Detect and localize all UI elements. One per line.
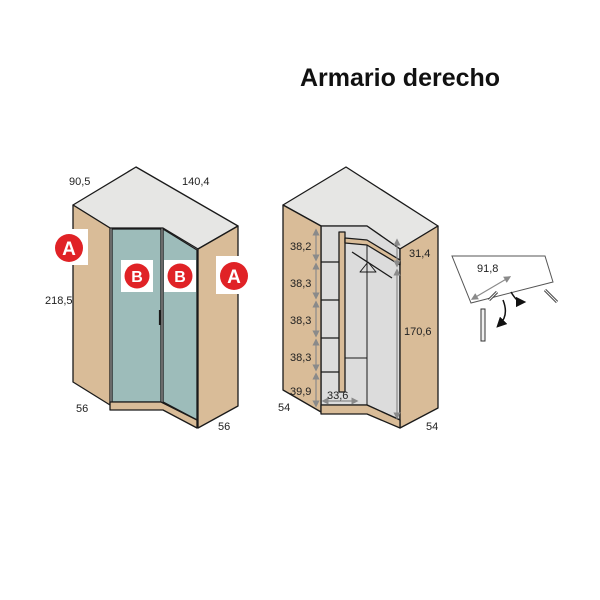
plan-outline <box>451 255 554 304</box>
dim-depth-right: 56 <box>218 421 230 433</box>
dim-hanging-height: 170,6 <box>404 326 432 338</box>
door-panel-left <box>480 308 486 342</box>
dim-depth-right-interior: 54 <box>426 421 438 433</box>
closed-wardrobe-view <box>72 166 239 429</box>
dim-height: 218,5 <box>45 295 73 307</box>
interior-dimension-arrows <box>312 228 401 420</box>
dim-shelf-2: 38,3 <box>290 278 311 290</box>
dim-shelf-3: 38,3 <box>290 315 311 327</box>
right-door <box>162 228 198 421</box>
clothes-rail <box>351 251 393 279</box>
interior-left-side <box>282 204 322 413</box>
width-arrow <box>470 276 512 300</box>
dim-top-left: 90,5 <box>69 176 90 188</box>
dim-depth-left-interior: 54 <box>278 402 290 414</box>
dim-depth-left: 56 <box>76 403 88 415</box>
dim-upper-right: 31,4 <box>409 248 430 260</box>
hanger-icon <box>359 261 377 273</box>
svg-text:B: B <box>174 269 186 286</box>
open-wardrobe-view <box>282 166 439 429</box>
badge-door-right: B <box>164 260 196 292</box>
dim-bottom-width: 33,6 <box>327 390 348 402</box>
swing-arrow-down <box>496 299 508 328</box>
dim-top-right: 140,4 <box>182 176 210 188</box>
dim-door-opening: 91,8 <box>477 263 498 275</box>
svg-text:B: B <box>131 269 143 286</box>
door-opening-diagram <box>451 255 559 342</box>
plinth <box>109 401 198 429</box>
dim-shelf-1: 38,2 <box>290 241 311 253</box>
swing-arrow-right <box>510 291 527 308</box>
page-title: Armario derecho <box>300 64 501 92</box>
badge-side-left: A <box>54 229 88 265</box>
svg-text:A: A <box>62 239 76 260</box>
badge-door-left: B <box>121 260 153 292</box>
badge-side-right: A <box>216 256 252 294</box>
dim-shelf-5: 39,9 <box>290 386 311 398</box>
dim-shelf-4: 38,3 <box>290 352 311 364</box>
left-door <box>111 228 162 403</box>
svg-text:A: A <box>227 267 241 288</box>
shelf-divider <box>338 231 346 393</box>
